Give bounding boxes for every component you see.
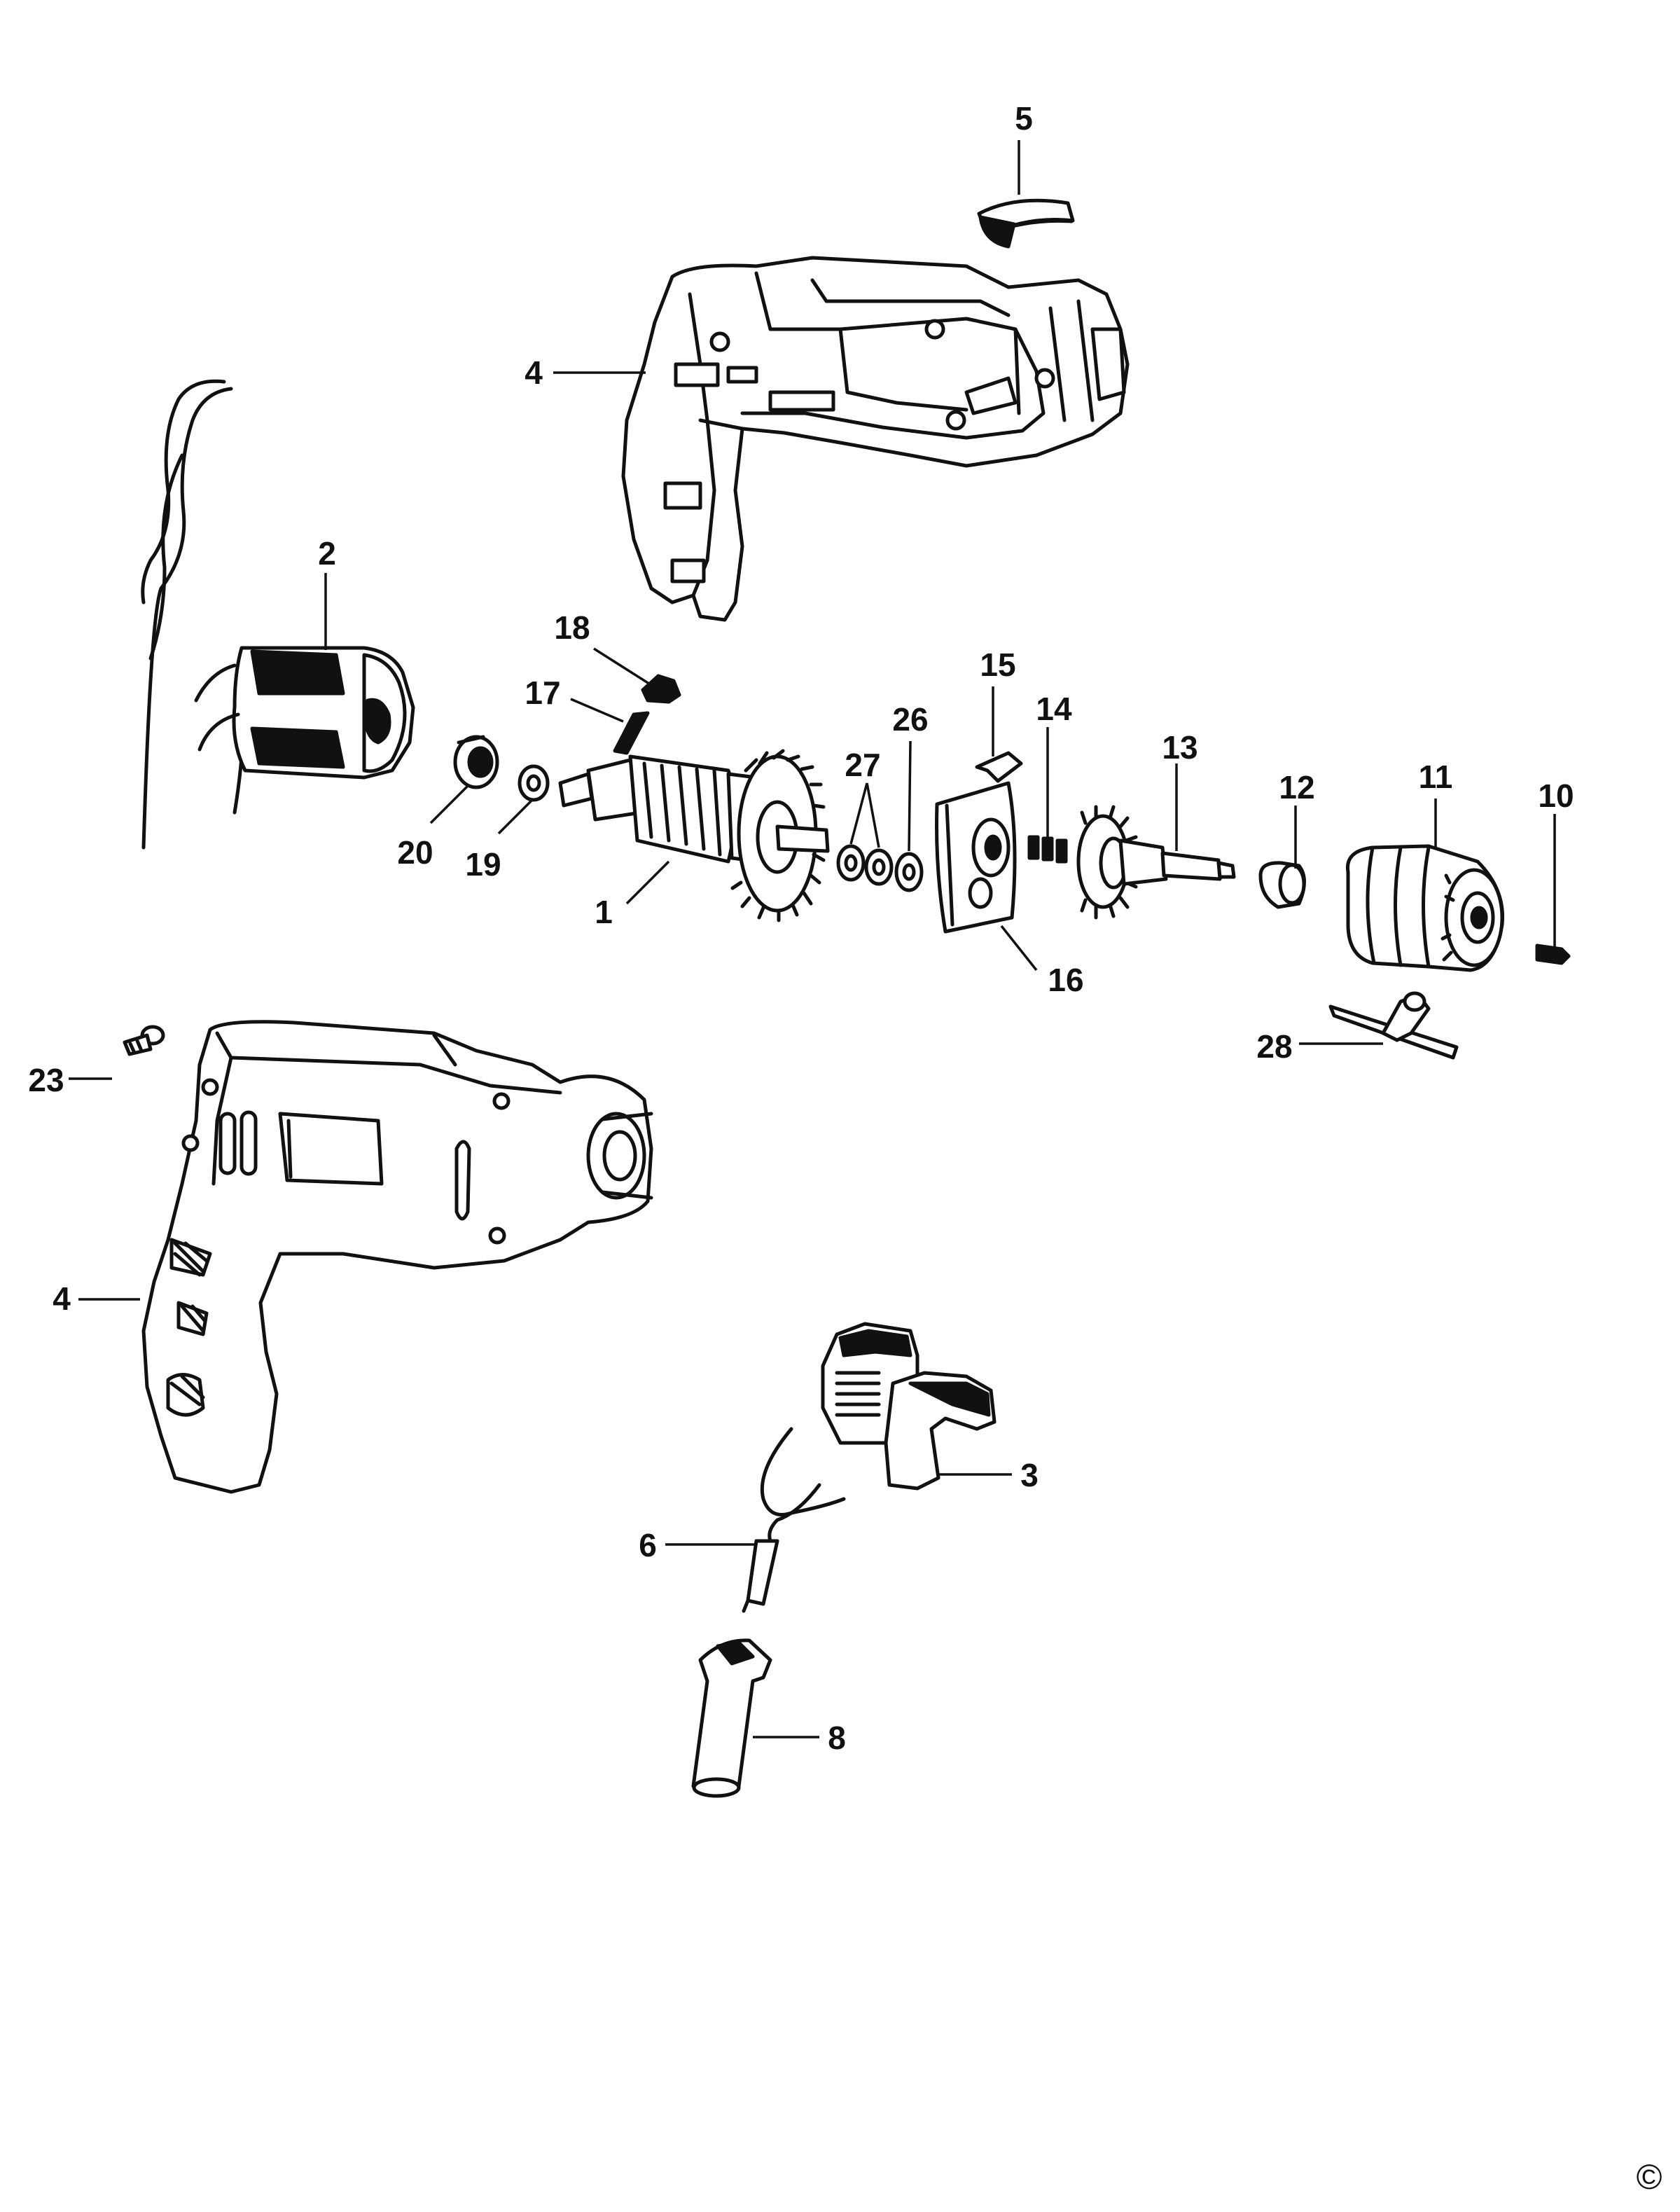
callout-8: 8 [828,1720,846,1756]
part-19-washer [518,764,550,802]
callout-28: 28 [1256,1028,1292,1065]
part-27-washers [836,844,894,886]
copyright-symbol: © [1637,2157,1662,2197]
part-26-washer [894,852,924,892]
part-8-cord-protector [691,1638,772,1798]
part-6-power-cord [742,1427,846,1613]
part-13-spindle-gear [1076,805,1236,920]
callout-10: 10 [1538,777,1574,814]
callout-1: 1 [595,894,613,930]
callout-13: 13 [1162,729,1197,766]
part-4-housing-outer [141,1020,653,1494]
callout-17: 17 [525,675,560,711]
callout-3: 3 [1020,1457,1039,1493]
part-2-field-stator [141,379,415,850]
part-28-chuck-key [1328,991,1459,1060]
callout-16: 16 [1048,962,1083,998]
part-10-chuck-screw [1535,943,1571,965]
part-4-housing-inner [621,256,1130,622]
part-18-brush-holder [641,674,681,704]
part-20-bearing [453,735,499,789]
part-16-gear-plate [935,781,1017,934]
callout-4-lower: 4 [53,1280,71,1317]
callout-26: 26 [892,701,928,738]
callout-2: 2 [318,535,336,572]
part-15-spring-clip [975,751,1023,783]
callout-4-upper: 4 [525,354,543,391]
callout-12: 12 [1279,769,1314,806]
leader-lines [69,140,1556,1739]
callout-11: 11 [1419,759,1453,795]
callout-14: 14 [1036,691,1072,727]
part-5-button-cap [977,198,1075,249]
callout-23: 23 [28,1062,64,1098]
callout-6: 6 [639,1527,657,1563]
part-14-spring [1027,835,1068,864]
callout-19: 19 [465,846,501,883]
part-3-switch [821,1322,997,1491]
part-23-screw [123,1025,165,1056]
part-11-chuck [1345,844,1505,972]
callout-20: 20 [397,834,433,871]
callout-15: 15 [980,647,1015,683]
callout-18: 18 [554,609,590,646]
part-12-bearing [1258,861,1306,909]
callout-27: 27 [845,747,880,783]
callout-labels: 5 4 2 18 17 15 14 26 27 13 12 11 10 20 1… [28,100,1574,1756]
part-17-carbon-brush [613,711,650,755]
part-1-armature [558,749,830,922]
callout-5: 5 [1015,100,1033,137]
